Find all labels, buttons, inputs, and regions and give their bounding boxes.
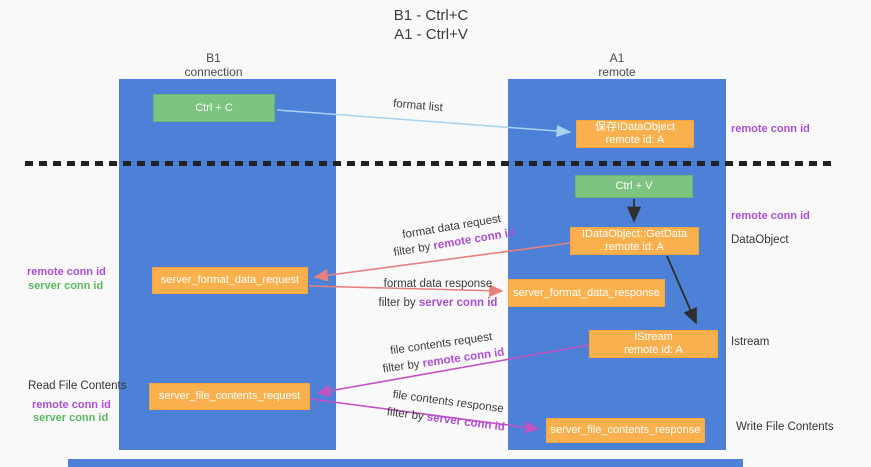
edge-label-format-data-response: format data response filter by server co…	[363, 275, 513, 313]
title-line-1: B1 - Ctrl+C	[393, 7, 469, 24]
annotation-remote-conn-id-top: remote conn id	[731, 123, 810, 135]
node-ctrl-c: Ctrl + C	[153, 94, 275, 122]
annotation-istream: Istream	[731, 336, 770, 348]
node-save-idataobject-line1: 保存IDataObject	[594, 121, 676, 133]
lifeline-a1-role: remote	[598, 65, 636, 79]
edge-label-file-contents-request: file contents request filter by remote c…	[363, 325, 521, 380]
annotation-left-server-conn-id-bottom: server conn id	[33, 412, 109, 424]
node-server-format-data-response-label: server_format_data_response	[513, 286, 660, 299]
node-save-idataobject-line2: remote id: A	[605, 134, 665, 146]
node-istream-line2: remote id: A	[624, 344, 683, 356]
annotation-write-file-contents: Write File Contents	[736, 421, 834, 433]
lifeline-header-a1: A1 remote	[508, 51, 726, 79]
node-server-format-data-request: server_format_data_request	[152, 267, 308, 294]
annotation-dataobject: DataObject	[731, 234, 789, 246]
node-idataobject-getdata: IDataObject::GetData remote id: A	[570, 227, 699, 255]
node-idataobject-getdata-line2: remote id: A	[605, 241, 664, 253]
node-ctrl-v-label: Ctrl + V	[615, 180, 653, 192]
annotation-read-file-contents: Read File Contents	[28, 380, 127, 392]
node-save-idataobject: 保存IDataObject remote id: A	[576, 120, 694, 148]
annotation-left-remote-conn-id-mid: remote conn id	[27, 266, 106, 278]
node-server-file-contents-response: server_file_contents_response	[546, 418, 705, 443]
node-server-format-data-response: server_format_data_response	[508, 279, 665, 307]
edge-label-format-data-response-filter: filter by server conn id	[378, 297, 498, 309]
node-idataobject-getdata-line1: IDataObject::GetData	[581, 228, 688, 240]
node-ctrl-c-label: Ctrl + C	[195, 101, 233, 114]
node-server-file-contents-request-label: server_file_contents_request	[158, 390, 301, 402]
node-istream: IStream remote id: A	[589, 330, 718, 358]
annotation-remote-conn-id-mid: remote conn id	[731, 210, 810, 222]
node-server-format-data-request-label: server_format_data_request	[160, 274, 300, 286]
node-server-file-contents-request: server_file_contents_request	[149, 383, 310, 410]
title-line-2: A1 - Ctrl+V	[394, 26, 468, 43]
lifeline-header-b1: B1 connection	[105, 51, 322, 79]
node-server-file-contents-response-label: server_file_contents_response	[550, 424, 701, 436]
bottom-partial-bar	[68, 459, 743, 467]
lifeline-b1-role: connection	[184, 65, 243, 79]
edge-label-format-list: format list	[392, 97, 444, 115]
node-istream-line1: IStream	[634, 331, 673, 343]
lifeline-a1-name: A1	[609, 51, 625, 65]
diagram-title: B1 - Ctrl+C A1 - Ctrl+V	[0, 6, 862, 44]
separator-dashed-line	[25, 161, 832, 166]
edge-label-format-data-response-line1: format data response	[383, 278, 493, 290]
node-ctrl-v: Ctrl + V	[575, 175, 693, 198]
edge-label-file-contents-response: file contents response filter by server …	[370, 383, 523, 438]
edge-label-format-data-request: format data request filter by remote con…	[376, 207, 529, 263]
annotation-left-remote-conn-id-bottom: remote conn id	[32, 399, 111, 411]
lifeline-b1-name: B1	[206, 51, 221, 65]
annotation-left-server-conn-id-mid: server conn id	[28, 280, 104, 292]
